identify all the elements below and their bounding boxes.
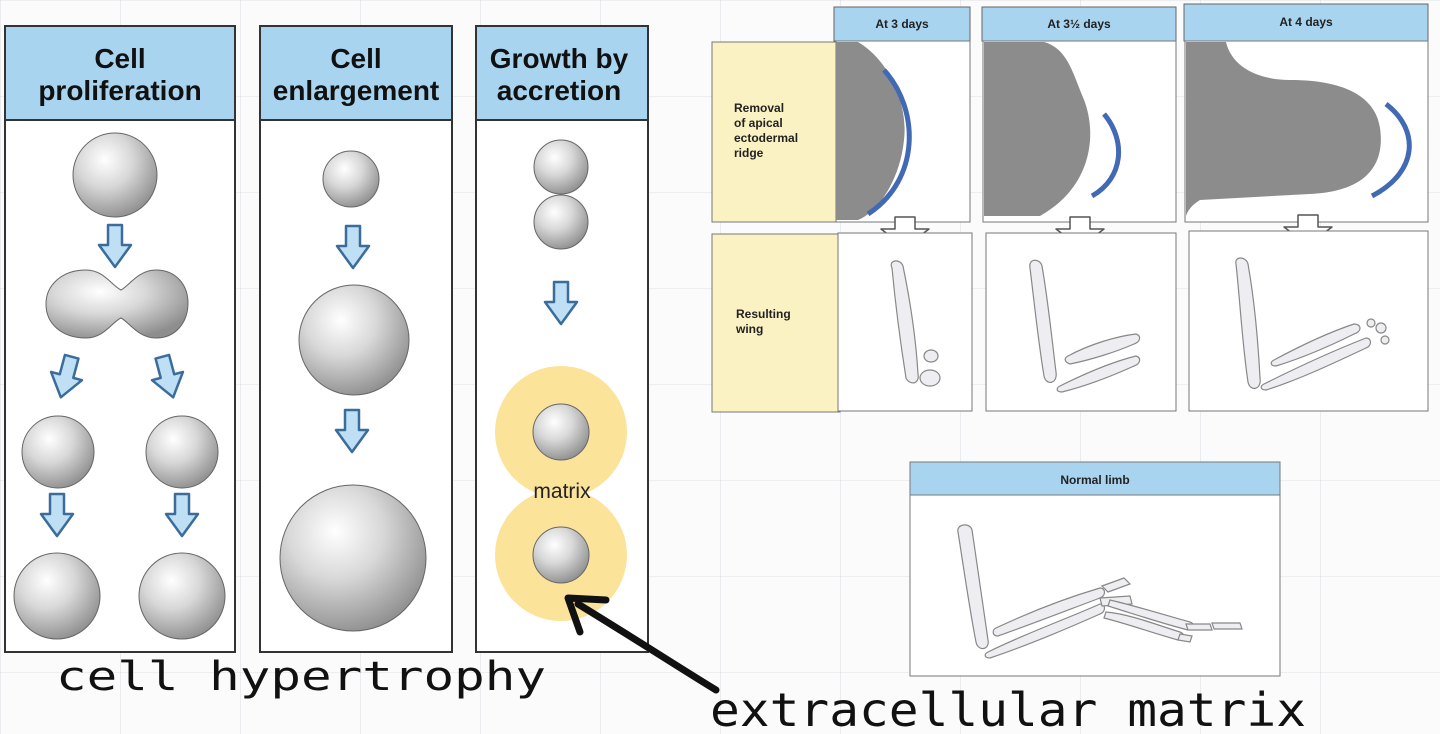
heading-3-5-days: At 3½ days xyxy=(1047,17,1111,31)
cell xyxy=(532,526,590,584)
large-cell xyxy=(279,484,427,632)
cell xyxy=(72,132,158,218)
ridge-removed-3-5-days xyxy=(1090,112,1122,199)
wing-skeleton-3-5-days xyxy=(1029,259,1141,393)
panel-title-line1: Cell xyxy=(330,43,381,74)
ridge-removed-4-days xyxy=(1370,102,1412,199)
panel-cell-enlargement: Cell enlargement xyxy=(259,25,453,653)
heading-4-days: At 4 days xyxy=(1279,15,1333,29)
panel-title-line2: accretion xyxy=(497,75,622,106)
normal-limb-figure: Normal limb xyxy=(909,461,1281,677)
grown-cell xyxy=(138,552,226,640)
row2-label: Resulting wing xyxy=(735,307,794,336)
matrix-label: matrix xyxy=(533,480,591,503)
medium-cell xyxy=(298,284,410,396)
cell xyxy=(533,194,589,250)
heading-normal-limb: Normal limb xyxy=(1060,473,1129,487)
limb-bud-3-5-days xyxy=(984,42,1091,216)
wing-skeleton-3-days xyxy=(890,260,941,387)
panel-cell-proliferation: Cell proliferation xyxy=(4,25,236,653)
daughter-cell xyxy=(145,415,219,489)
row1-label: Removal of apical ectodermal ridge xyxy=(734,101,801,160)
limb-bud-3-days xyxy=(836,42,905,220)
cell xyxy=(533,139,589,195)
grown-cell xyxy=(13,552,101,640)
limb-bud-4-days xyxy=(1186,42,1381,216)
ridge-removed-3-days xyxy=(866,68,912,217)
cell xyxy=(532,403,590,461)
normal-limb-skeleton xyxy=(957,524,1243,659)
wing-skeleton-4-days xyxy=(1235,257,1390,391)
panel-title-line1: Cell xyxy=(94,43,145,74)
small-cell xyxy=(322,150,380,208)
annotation-cell-hypertrophy: cell hypertrophy xyxy=(56,654,546,700)
panel-title-line2: proliferation xyxy=(38,75,201,106)
dividing-cell xyxy=(45,269,189,339)
panel-growth-by-accretion: Growth by accretion matrix xyxy=(475,25,649,653)
annotation-extracellular-matrix: extracellular matrix xyxy=(710,683,1306,734)
panel-title-line1: Growth by xyxy=(490,43,629,74)
annotation-arrow-icon xyxy=(564,594,720,694)
panel-title-line2: enlargement xyxy=(273,75,440,106)
experiment-figure: Removal of apical ectodermal ridge Resul… xyxy=(711,3,1429,413)
daughter-cell xyxy=(21,415,95,489)
heading-3-days: At 3 days xyxy=(875,17,929,31)
